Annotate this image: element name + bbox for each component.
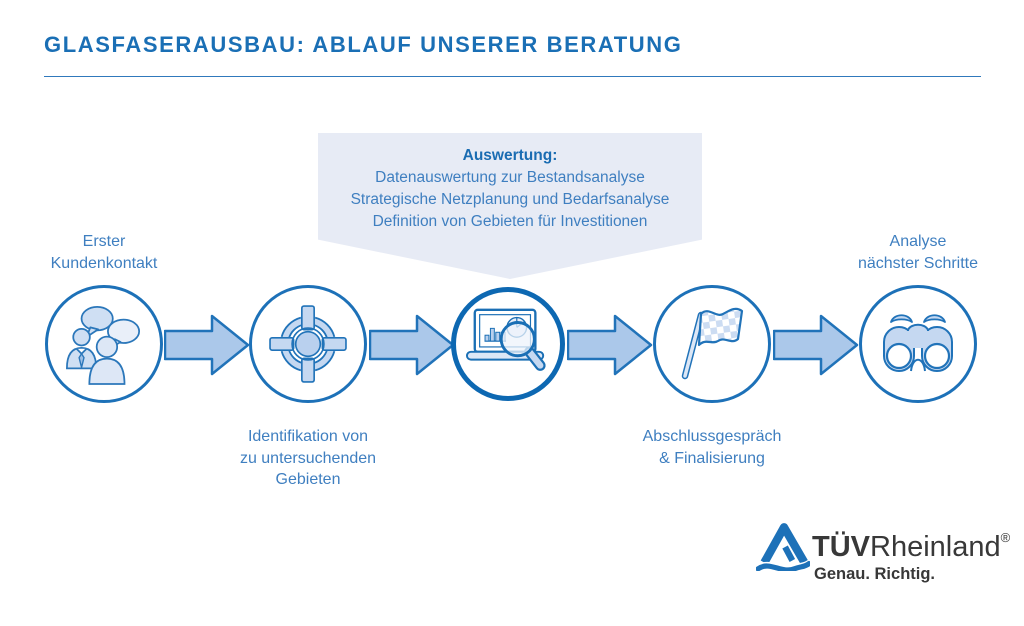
step-circle-auswertung bbox=[451, 287, 565, 401]
step-label-analyse-naechster-schritte: Analyse nächster Schritte bbox=[857, 233, 979, 272]
step-label-abschlussgespraech: Abschlussgespräch & Finalisierung bbox=[642, 428, 782, 467]
callout-line: Strategische Netzplanung und Bedarfsanal… bbox=[350, 191, 670, 208]
laptop-magnifier-icon bbox=[465, 308, 546, 371]
callout-banner: Auswertung: Datenauswertung zur Bestands… bbox=[318, 133, 702, 279]
brand-wordmark: TÜVRheinland® bbox=[812, 530, 1011, 563]
checkered-flag-icon bbox=[681, 307, 744, 380]
target-crosshair-icon bbox=[269, 305, 347, 383]
registered-mark: ® bbox=[1000, 530, 1011, 545]
tuv-rheinland-logo: TÜVRheinland® Genau. Richtig. bbox=[756, 521, 1010, 591]
flow-arrow-icon bbox=[773, 314, 859, 376]
callout-heading: Auswertung: bbox=[462, 147, 558, 164]
step-circle-abschlussgespraech bbox=[653, 285, 771, 403]
flow-arrow-icon bbox=[164, 314, 250, 376]
flow-arrow-icon bbox=[369, 314, 455, 376]
callout-line: Datenauswertung zur Bestandsanalyse bbox=[375, 169, 645, 186]
step-circle-analyse-naechster-schritte bbox=[859, 285, 977, 403]
page-title: GLASFASERAUSBAU: ABLAUF UNSERER BERATUNG bbox=[44, 32, 683, 57]
step-label-identifikation-gebiete: Identifikation von zu untersuchenden Geb… bbox=[239, 428, 377, 488]
people-conversation-icon bbox=[66, 306, 141, 385]
tuv-triangle-icon bbox=[756, 523, 810, 571]
step-label-erster-kundenkontakt: Erster Kundenkontakt bbox=[50, 233, 158, 272]
step-circle-erster-kundenkontakt bbox=[45, 285, 163, 403]
step-circle-identifikation-gebiete bbox=[249, 285, 367, 403]
brand-tagline: Genau. Richtig. bbox=[814, 565, 936, 583]
binoculars-icon bbox=[883, 314, 953, 372]
callout-line: Definition von Gebieten für Investitione… bbox=[372, 213, 648, 230]
title-underline bbox=[44, 76, 981, 77]
flow-arrow-icon bbox=[567, 314, 653, 376]
